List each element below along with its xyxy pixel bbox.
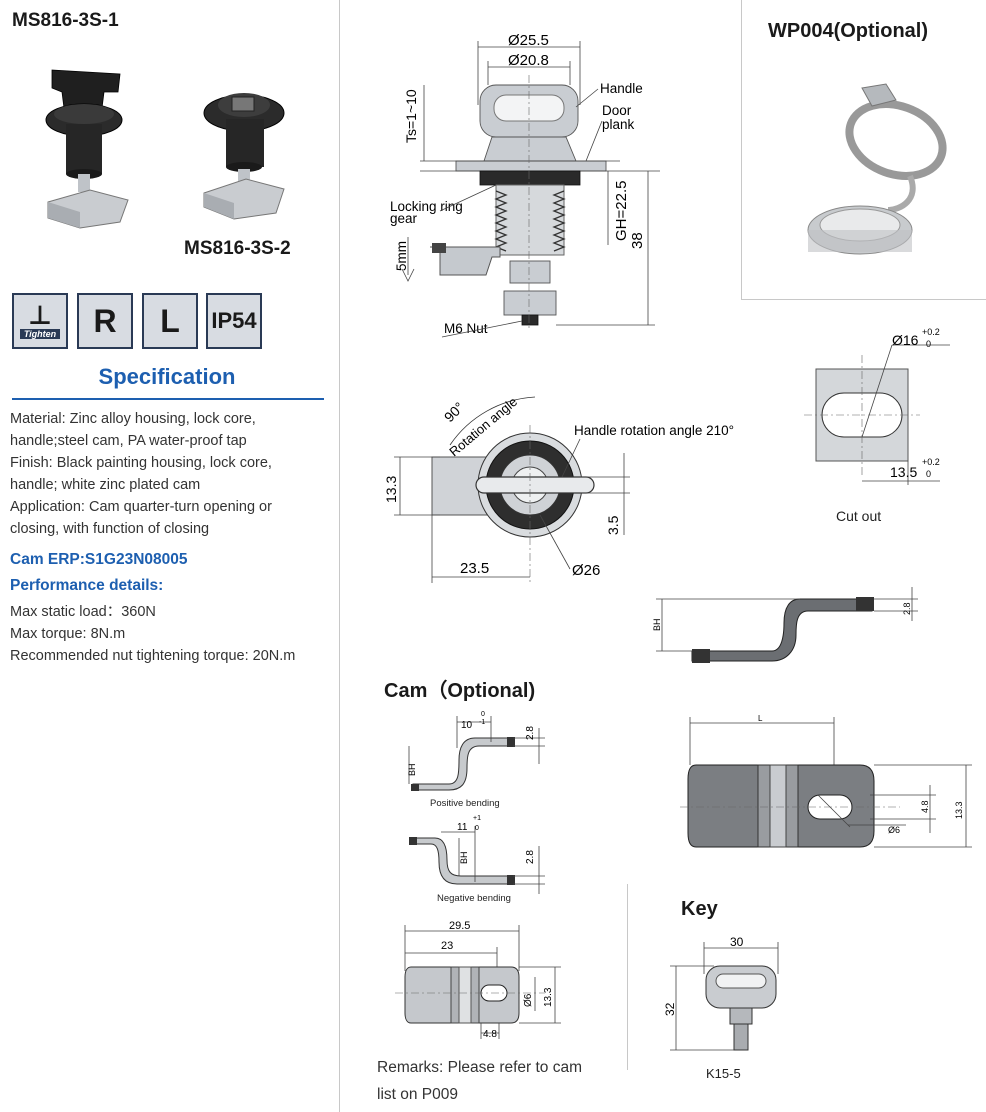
- dim-pos-10: 10: [461, 720, 473, 731]
- spec-text: Material: Zinc alloy housing, lock core,…: [10, 408, 330, 540]
- wp004-panel: [741, 0, 986, 300]
- cam-optional-title: Cam（Optional): [384, 680, 536, 702]
- dim-cam-bh: BH: [652, 618, 662, 631]
- dim-13-3: 13.3: [383, 476, 399, 503]
- perf-line: Max static load：360N: [10, 604, 156, 620]
- dim-pos-bh: BH: [407, 763, 417, 776]
- product-photo-ms816-3s-2: [203, 93, 285, 220]
- cam-top-drawing: L Ø6 4.8 13.3: [680, 715, 972, 848]
- key-divider: [627, 884, 628, 1070]
- cam-erp: Cam ERP:S1G23N08005: [10, 551, 188, 568]
- dim-neg-11: 11: [457, 822, 468, 833]
- dim-key-32: 32: [663, 1002, 677, 1016]
- label-handle: Handle: [600, 81, 643, 96]
- dim-38: 38: [629, 232, 646, 249]
- column-divider: [339, 0, 340, 1112]
- cutout-drawing: Ø16 +0.2 0 13.5 +0.2 0: [804, 327, 950, 485]
- dim-gh: GH=22.5: [613, 181, 630, 241]
- cam-side-drawing: BH 2.8: [652, 587, 918, 663]
- spec-line: handle; white zinc plated cam: [10, 477, 201, 493]
- spec-line: handle;steel cam, PA water-proof tap: [10, 433, 247, 449]
- dim-3-5: 3.5: [605, 515, 621, 535]
- dim-neg-tol-dn: 0: [475, 825, 479, 832]
- dim-neg-tol-up: +1: [473, 815, 481, 822]
- cutout-tol-dn: 0: [926, 339, 931, 349]
- model-title-1: MS816-3S-1: [12, 10, 119, 31]
- cam-positive-bending-drawing: 10 0 -1 2.8 BH: [407, 711, 545, 791]
- perf-line: Recommended nut tightening torque: 20N.m: [10, 648, 296, 664]
- cutout-tol2-up: +0.2: [922, 457, 940, 467]
- dim-cam-13-3: 13.3: [954, 801, 964, 819]
- dim-90-deg: 90°: [441, 399, 467, 425]
- dim-29-5: 29.5: [449, 920, 470, 932]
- label-5mm: 5mm: [394, 241, 409, 271]
- label-m6-nut: M6 Nut: [444, 321, 488, 336]
- dim-neg-bh: BH: [459, 851, 469, 864]
- performance-title: Performance details:: [10, 577, 164, 594]
- cutout-tol2-dn: 0: [926, 469, 931, 479]
- model-title-2: MS816-3S-2: [184, 238, 291, 259]
- top-view-drawing: 90° Rotation angle Handle rotation angle…: [383, 394, 734, 583]
- label-handle-rotation: Handle rotation angle 210°: [574, 423, 734, 438]
- dim-cam-2-8: 2.8: [902, 602, 912, 615]
- main-side-drawing: Ø25.5 Ø20.8 GH=22.5 38 Ts=1~10 Handle Do…: [390, 32, 660, 338]
- dim-bottom-13-3: 13.3: [543, 987, 554, 1007]
- cutout-tol-up: +0.2: [922, 327, 940, 337]
- dim-23-5: 23.5: [460, 560, 489, 577]
- cutout-label: Cut out: [836, 508, 882, 524]
- performance-text: Max static load：360N Max torque: 8N.m Re…: [10, 601, 340, 667]
- dim-bottom-4-8: 4.8: [483, 1029, 497, 1040]
- dim-d20-8: Ø20.8: [508, 52, 549, 69]
- remarks-line: list on P009: [377, 1086, 458, 1103]
- label-gear: gear: [390, 211, 418, 226]
- label-locking-ring: Locking ring: [390, 199, 463, 214]
- dim-key-30: 30: [730, 935, 744, 949]
- cam-negative-bending-drawing: 11 +1 0 BH 2.8: [409, 815, 545, 894]
- negative-bending-label: Negative bending: [437, 893, 511, 904]
- dim-cutout-d16: Ø16: [892, 332, 919, 348]
- tighten-icon: ⊥ Tighten: [12, 293, 68, 349]
- l-icon: L: [142, 293, 198, 349]
- key-drawing: 30 32: [663, 935, 779, 1051]
- remarks-line: Remarks: Please refer to cam: [377, 1059, 583, 1076]
- product-photo-ms816-3s-1: [45, 69, 129, 229]
- dim-d25-5: Ø25.5: [508, 32, 549, 49]
- ip54-icon: IP54: [206, 293, 262, 349]
- perf-line: Max torque: 8N.m: [10, 626, 126, 642]
- key-title: Key: [681, 898, 718, 920]
- dim-cutout-13-5: 13.5: [890, 464, 917, 480]
- label-plank: plank: [602, 117, 635, 132]
- dim-bottom-d6: Ø6: [523, 993, 534, 1007]
- dim-cam-4-8: 4.8: [920, 800, 930, 813]
- wp004-title: WP004(Optional): [768, 20, 929, 42]
- dim-cam-d6: Ø6: [888, 825, 900, 835]
- specification-title: Specification: [98, 364, 236, 389]
- dim-pos-tol-up: 0: [481, 711, 485, 718]
- positive-bending-label: Positive bending: [430, 798, 500, 809]
- dim-23: 23: [441, 940, 453, 952]
- dim-neg-2-8: 2.8: [525, 850, 536, 864]
- remarks-text: Remarks: Please refer to cam list on P00…: [377, 1054, 582, 1108]
- spec-line: Finish: Black painting housing, lock cor…: [10, 455, 272, 471]
- r-icon: R: [77, 293, 133, 349]
- key-label: K15-5: [706, 1066, 741, 1081]
- cam-bottom-top-view-drawing: 29.5 23 Ø6 13.3 4.8: [395, 920, 561, 1040]
- dim-cam-L: L: [758, 715, 763, 723]
- spec-line: Material: Zinc alloy housing, lock core,: [10, 411, 256, 427]
- label-door: Door: [602, 103, 632, 118]
- spec-line: Application: Cam quarter-turn opening or: [10, 499, 272, 515]
- dim-ts: Ts=1~10: [403, 89, 419, 143]
- dim-d26: Ø26: [572, 562, 600, 579]
- dim-pos-tol-dn: -1: [479, 719, 485, 726]
- dim-pos-2-8: 2.8: [525, 726, 536, 740]
- wp004-cover-photo: [807, 83, 947, 255]
- spec-divider: [12, 398, 324, 400]
- spec-line: closing, with function of closing: [10, 521, 210, 537]
